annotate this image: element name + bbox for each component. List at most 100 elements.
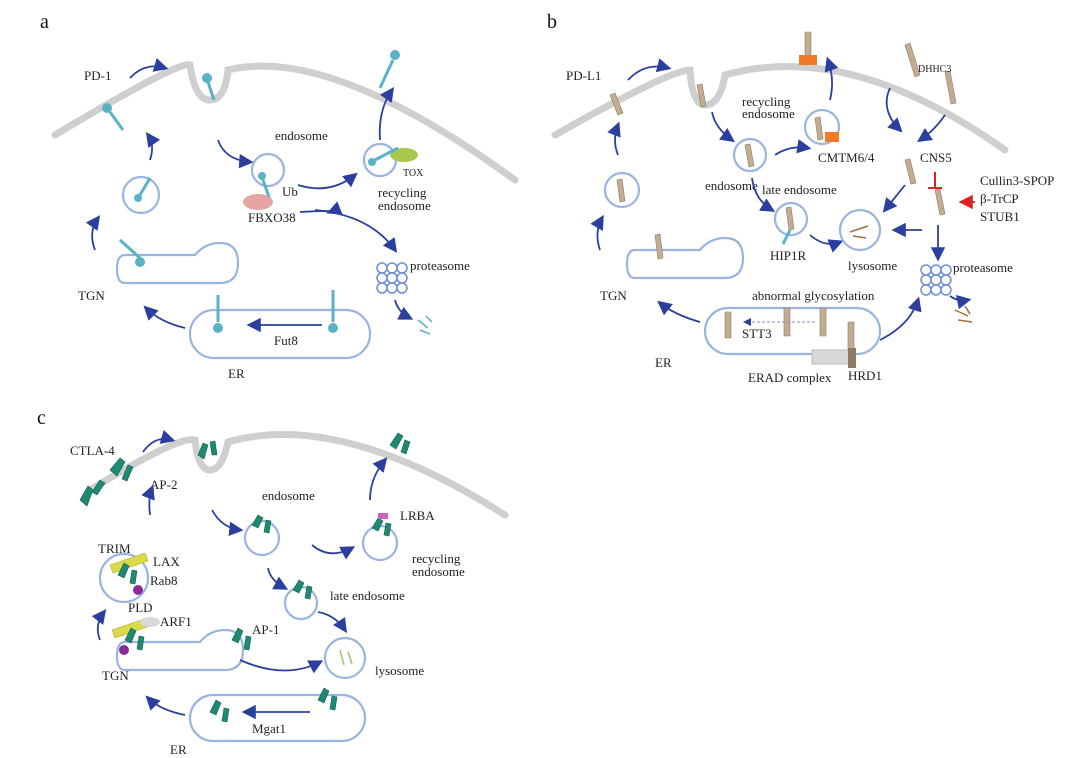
- stt3-label: STT3: [742, 326, 772, 341]
- panel-c-plasma-membrane: [86, 431, 509, 519]
- pdl1-cns5: [904, 158, 917, 185]
- arrow-a-1: [129, 58, 169, 79]
- arrow-a-3: [85, 215, 101, 251]
- endosome-label-c: endosome: [262, 488, 315, 503]
- arf1-shape: [140, 617, 160, 627]
- endosome-a: [250, 152, 286, 188]
- arrow-c-3: [211, 509, 244, 536]
- ap1-label: AP-1: [252, 622, 279, 637]
- arrow-c-1: [142, 430, 176, 453]
- tgn-label-b: TGN: [600, 288, 627, 303]
- panel-a: a PD-1 TGN: [40, 11, 519, 381]
- tgn-label-a: TGN: [78, 288, 105, 303]
- endosome-label-a: endosome: [275, 128, 328, 143]
- btrcp-label: β-TrCP: [980, 191, 1019, 206]
- tgn-label-c: TGN: [102, 668, 129, 683]
- arrow-b-11: [809, 234, 844, 253]
- tgn-b: [625, 236, 745, 280]
- pdl1-er-4: [847, 321, 855, 353]
- endosome-c: [243, 519, 281, 557]
- ub-label: Ub: [282, 184, 298, 199]
- tox-label: TOX: [403, 168, 424, 179]
- recycling-label-b-1: recycling: [742, 94, 791, 109]
- recycling-endosome-c: [361, 524, 399, 562]
- cmtm-shape: [825, 132, 839, 142]
- arrow-c-9: [239, 659, 324, 674]
- late-endosome-label-b: late endosome: [762, 182, 837, 197]
- stub1-label: STUB1: [980, 209, 1020, 224]
- ctla4-er-left: [209, 699, 230, 723]
- pdl1-er-3: [819, 307, 827, 337]
- erad-complex-shape: [811, 349, 853, 365]
- pld-label: PLD: [128, 600, 153, 615]
- hrd1-label: HRD1: [848, 368, 882, 383]
- arrow-b-16: [879, 296, 922, 341]
- cmtm-label: CMTM6/4: [818, 150, 875, 165]
- arrow-a-10: [394, 299, 414, 320]
- panel-b: b PD-L1 DHHC3 recycling endosome CMTM6/4…: [547, 11, 1054, 385]
- lrba-label: LRBA: [400, 508, 435, 523]
- pd1-receptor-recycled: [378, 50, 400, 89]
- recycling-label-a-1: recycling: [378, 185, 427, 200]
- panel-c: c CTLA-4 AP-2 endosome LRBA recycling en…: [37, 407, 509, 757]
- pd1-er-right: [328, 290, 338, 333]
- arrow-c-6: [317, 611, 347, 633]
- proteasome-label-a: proteasome: [410, 258, 470, 273]
- cns5-label: CNS5: [920, 150, 952, 165]
- ctla4-label: CTLA-4: [70, 443, 115, 458]
- panel-c-letter: c: [37, 407, 46, 429]
- pdl1-label: PD-L1: [566, 68, 601, 83]
- arrow-b-10: [751, 177, 776, 212]
- arrow-b-9: [774, 139, 812, 156]
- trim-label: TRIM: [98, 541, 131, 556]
- panel-a-letter: a: [40, 11, 49, 33]
- arrow-b-15: [657, 300, 701, 323]
- arrow-b-13: [607, 121, 621, 156]
- pd1-tgn: [118, 238, 145, 267]
- pd1-receptor-pit: [202, 73, 216, 101]
- ctla4-ap1: [231, 627, 252, 651]
- endosome-label-b: endosome: [705, 178, 758, 193]
- ctla4-left-out: [79, 479, 106, 507]
- pd1-in-vesicle: [134, 177, 152, 202]
- arrow-a-7: [378, 87, 395, 141]
- recycling-label-c-1: recycling: [412, 551, 461, 566]
- ctla4-er-right: [317, 687, 338, 711]
- pdl1-vesicle-b: [616, 178, 626, 203]
- fragments-lysosome-b: [849, 225, 869, 239]
- abnormal-label: abnormal glycosylation: [752, 288, 875, 303]
- arrow-b-2: [885, 87, 903, 133]
- pdl1-top-left: [609, 92, 624, 116]
- panel-a-plasma-membrane: [51, 61, 519, 184]
- arrow-c-5: [267, 567, 289, 590]
- fragments-b: [954, 305, 973, 323]
- arrow-b-5: [882, 184, 906, 213]
- ctla4-endosome: [251, 514, 272, 534]
- pdl1-dhhc3-1: [904, 42, 921, 78]
- arrow-c-2: [369, 457, 388, 501]
- lysosome-label-c: lysosome: [375, 663, 424, 678]
- fbxo38-shape: [243, 194, 273, 210]
- proteasome-b: [920, 264, 952, 296]
- fragments-a: [417, 315, 433, 335]
- panel-b-letter: b: [547, 11, 557, 33]
- fragments-lysosome-c: [339, 649, 353, 666]
- lysosome-b: [838, 208, 882, 252]
- lysosome-label-b: lysosome: [848, 258, 897, 273]
- arrow-c-8: [91, 609, 107, 641]
- mgat1-label: Mgat1: [252, 721, 286, 736]
- tgn-purple-shape: [119, 645, 129, 655]
- recycling-label-c-2: endosome: [412, 564, 465, 579]
- arrow-a-4: [143, 305, 186, 329]
- lrba-shape: [378, 513, 388, 519]
- pdl1-er-1: [724, 311, 732, 339]
- pdl1-tgn-b: [654, 233, 664, 260]
- fbxo38-label: FBXO38: [248, 210, 296, 225]
- hip1r-shape: [781, 229, 792, 245]
- lax-label: LAX: [153, 554, 180, 569]
- er-c: [188, 693, 367, 743]
- arf1-label: ARF1: [160, 614, 192, 629]
- arrow-c-7: [141, 484, 155, 516]
- fut8-label: Fut8: [274, 333, 298, 348]
